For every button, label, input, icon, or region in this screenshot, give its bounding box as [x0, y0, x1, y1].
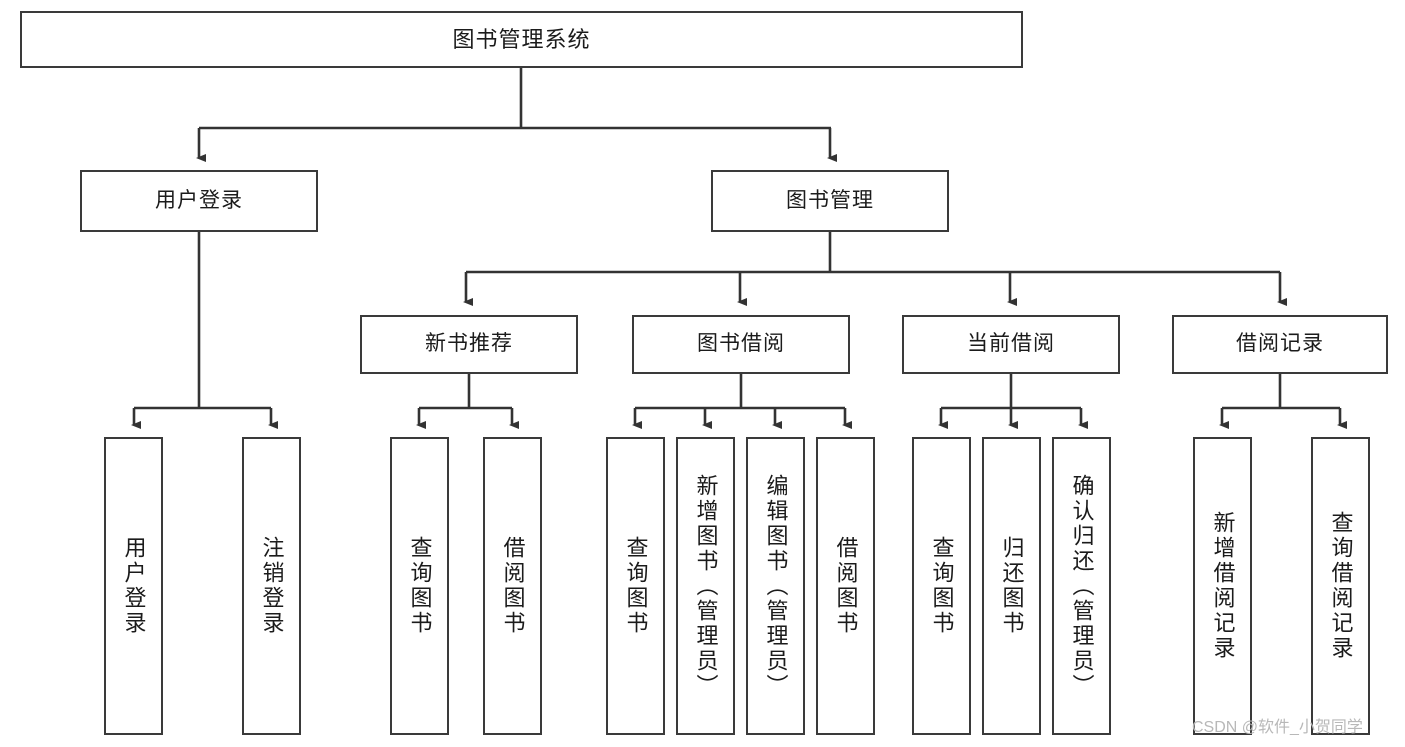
leaf-current-return-book[interactable]: 归还图书	[982, 437, 1041, 735]
node-user-login[interactable]: 用户登录	[80, 170, 318, 232]
node-current-borrow[interactable]: 当前借阅	[902, 315, 1120, 374]
node-book-borrow[interactable]: 图书借阅	[632, 315, 850, 374]
node-root-system[interactable]: 图书管理系统	[20, 11, 1023, 68]
node-label: 图书管理	[786, 188, 874, 212]
node-label: 确认归还（管理员）	[1069, 473, 1095, 699]
leaf-recommend-query-book[interactable]: 查询图书	[390, 437, 449, 735]
leaf-record-query-record[interactable]: 查询借阅记录	[1311, 437, 1370, 735]
node-label: 新增图书（管理员）	[693, 473, 719, 699]
node-label: 当前借阅	[967, 332, 1055, 356]
leaf-recommend-borrow-book[interactable]: 借阅图书	[483, 437, 542, 735]
node-book-management[interactable]: 图书管理	[711, 170, 949, 232]
node-label: 查询图书	[929, 536, 955, 636]
node-label: 借阅图书	[500, 536, 526, 636]
node-label: 新增借阅记录	[1210, 511, 1236, 661]
leaf-user-login-login[interactable]: 用户登录	[104, 437, 163, 735]
node-new-book-recommend[interactable]: 新书推荐	[360, 315, 578, 374]
node-label: 查询图书	[623, 536, 649, 636]
node-label: 编辑图书（管理员）	[763, 473, 789, 699]
node-label: 借阅图书	[833, 536, 859, 636]
node-borrow-record[interactable]: 借阅记录	[1172, 315, 1388, 374]
node-label: 新书推荐	[425, 332, 513, 356]
node-label: 归还图书	[999, 536, 1025, 636]
leaf-current-query-book[interactable]: 查询图书	[912, 437, 971, 735]
node-label: 借阅记录	[1236, 332, 1324, 356]
node-label: 查询借阅记录	[1328, 511, 1354, 661]
leaf-user-login-logout[interactable]: 注销登录	[242, 437, 301, 735]
node-label: 图书管理系统	[452, 26, 591, 52]
node-label: 用户登录	[155, 188, 243, 212]
leaf-borrow-edit-book-admin[interactable]: 编辑图书（管理员）	[746, 437, 805, 735]
leaf-borrow-query-book[interactable]: 查询图书	[606, 437, 665, 735]
leaf-record-add-record[interactable]: 新增借阅记录	[1193, 437, 1252, 735]
leaf-current-confirm-return-admin[interactable]: 确认归还（管理员）	[1052, 437, 1111, 735]
leaf-borrow-borrow-book[interactable]: 借阅图书	[816, 437, 875, 735]
leaf-borrow-add-book-admin[interactable]: 新增图书（管理员）	[676, 437, 735, 735]
node-label: 用户登录	[121, 536, 147, 636]
node-label: 注销登录	[259, 536, 285, 636]
node-label: 图书借阅	[697, 332, 785, 356]
node-label: 查询图书	[407, 536, 433, 636]
